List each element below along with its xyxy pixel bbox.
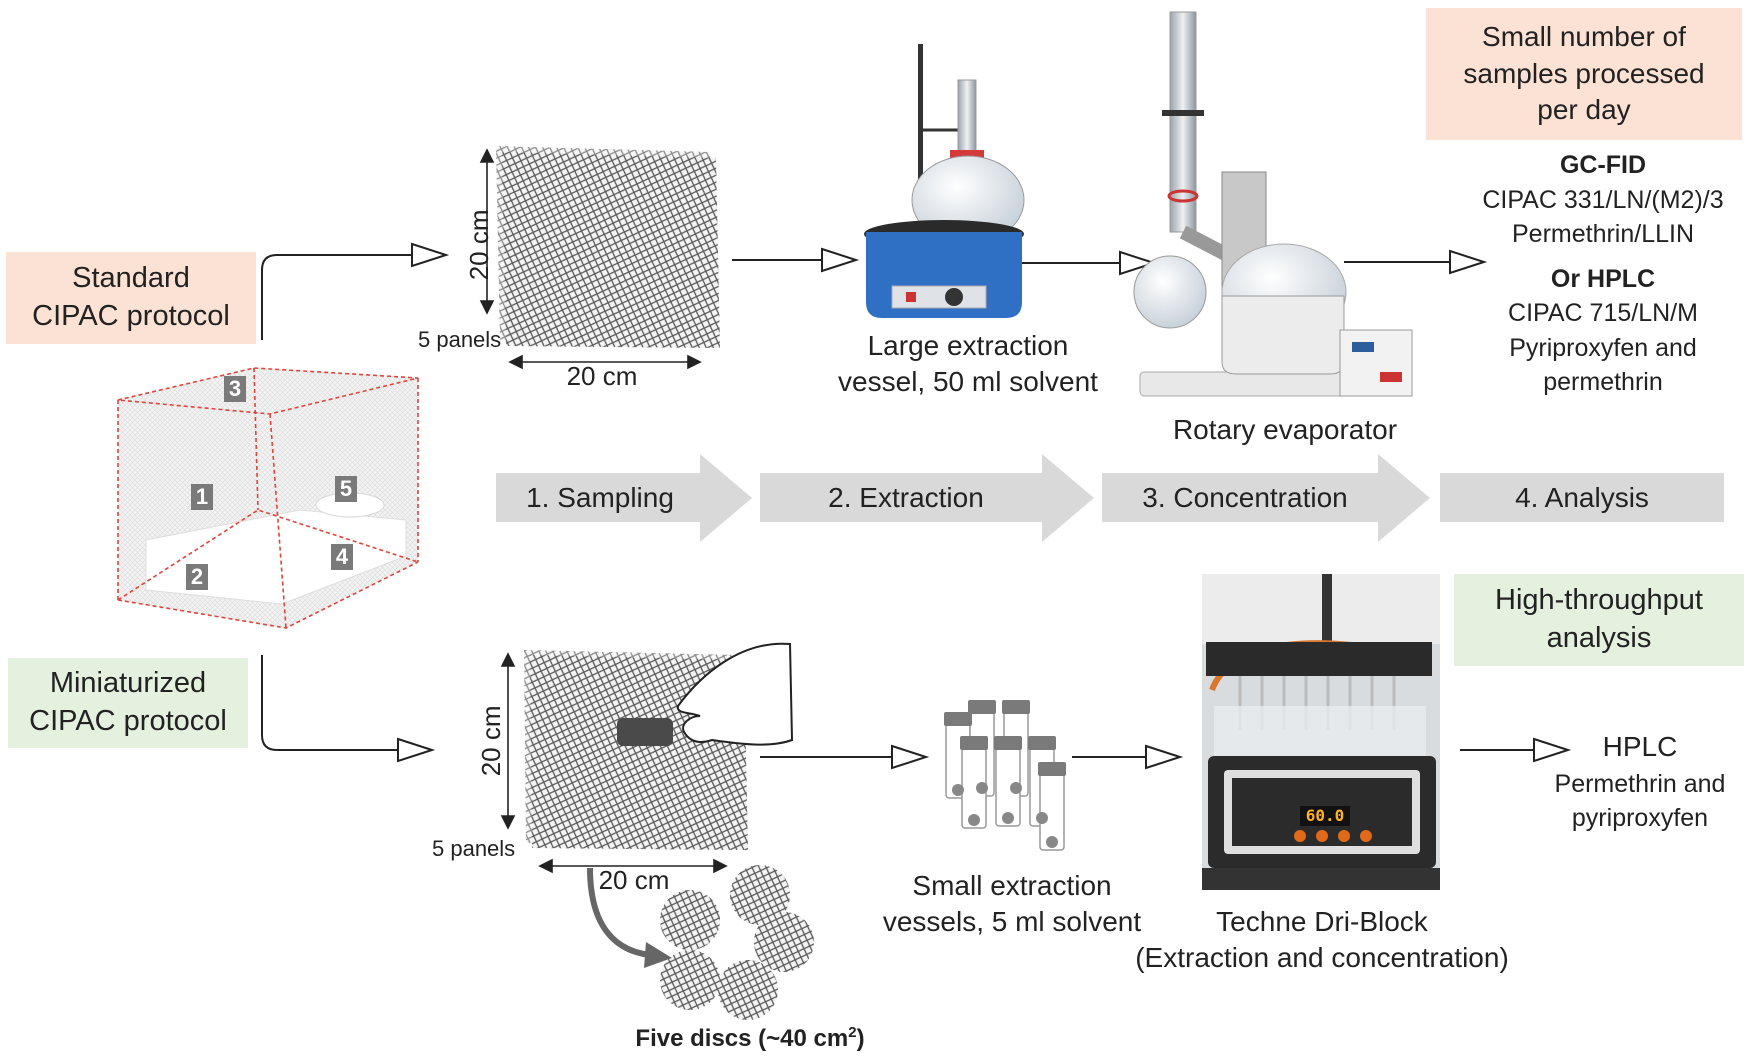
bottom-dimension-horizontal: 20 cm <box>598 865 670 895</box>
step-arrows <box>496 454 1724 542</box>
dri-block-display: 60.0 <box>1305 806 1345 825</box>
hplc-bottom-title: HPLC <box>1602 731 1678 762</box>
dri-block-illustration <box>1202 574 1440 890</box>
low-throughput-box: Small number of samples processed per da… <box>1426 8 1742 140</box>
top-analysis-block: GC-FID CIPAC 331/LN/(M2)/3 Permethrin/LL… <box>1458 148 1748 400</box>
net-panel-label: 2 <box>186 564 208 590</box>
five-discs <box>587 865 814 1020</box>
net-panel-label: 5 <box>335 476 357 502</box>
hplc-bottom-line: Permethrin and <box>1554 769 1726 798</box>
gc-fid-line: CIPAC 331/LN/(M2)/3 <box>1482 185 1724 214</box>
hplc-line: CIPAC 715/LN/M <box>1508 299 1698 327</box>
five-discs-label: Five discs (~40 cm2) <box>600 1024 900 1053</box>
dri-block-label: Techne Dri-Block (Extraction and concent… <box>1135 906 1509 974</box>
top-dimension-horizontal: 20 cm <box>566 361 638 391</box>
five-discs-suffix: ) <box>856 1025 865 1052</box>
rotary-evaporator-label: Rotary evaporator <box>1172 414 1398 445</box>
bottom-dimension-vertical: 20 cm <box>476 705 507 777</box>
flow-arrows <box>732 247 1572 770</box>
step-concentration: 3. Concentration <box>1142 481 1348 513</box>
hand-icon <box>676 642 794 746</box>
high-throughput-box: High-throughput analysis <box>1454 574 1744 666</box>
step-extraction: 2. Extraction <box>828 481 984 513</box>
miniaturized-protocol-arrow <box>261 655 436 763</box>
hplc-line: Pyriproxyfen and <box>1509 333 1697 362</box>
vials-illustration <box>944 700 1066 851</box>
gc-fid-title: GC-FID <box>1559 151 1647 179</box>
hplc-title: Or HPLC <box>1550 264 1656 293</box>
rotary-evaporator-illustration <box>1133 11 1413 397</box>
step-analysis: 4. Analysis <box>1515 481 1649 513</box>
bed-net-illustration <box>117 367 419 629</box>
five-discs-text: Five discs (~40 cm <box>635 1025 849 1052</box>
top-dimension-vertical: 20 cm <box>464 209 495 281</box>
bottom-panels-label: 5 panels <box>432 836 516 861</box>
gc-fid-line: Permethrin/LLIN <box>1511 220 1695 248</box>
bottom-analysis-block: HPLC Permethrin and pyriproxyfen <box>1530 728 1750 836</box>
hplc-bottom-line: pyriproxyfen <box>1571 804 1709 833</box>
five-discs-superscript: 2 <box>848 1024 857 1041</box>
small-extraction-label: Small extraction vessels, 5 ml solvent <box>882 870 1142 938</box>
miniaturized-protocol-box: Miniaturized CIPAC protocol <box>8 658 248 748</box>
step-sampling: 1. Sampling <box>526 481 674 513</box>
hplc-line: permethrin <box>1543 368 1663 396</box>
bottom-net-sample <box>500 642 794 874</box>
standard-protocol-box: Standard CIPAC protocol <box>6 252 256 344</box>
top-net-sample <box>479 146 720 370</box>
net-panel-label: 3 <box>224 376 246 402</box>
large-extraction-vessel-illustration <box>864 44 1025 318</box>
large-extraction-label: Large extraction vessel, 50 ml solvent <box>838 330 1098 398</box>
top-panels-label: 5 panels <box>418 327 502 352</box>
net-panel-label: 1 <box>191 484 213 510</box>
net-panel-label: 4 <box>331 544 353 570</box>
standard-protocol-arrow <box>261 242 450 340</box>
